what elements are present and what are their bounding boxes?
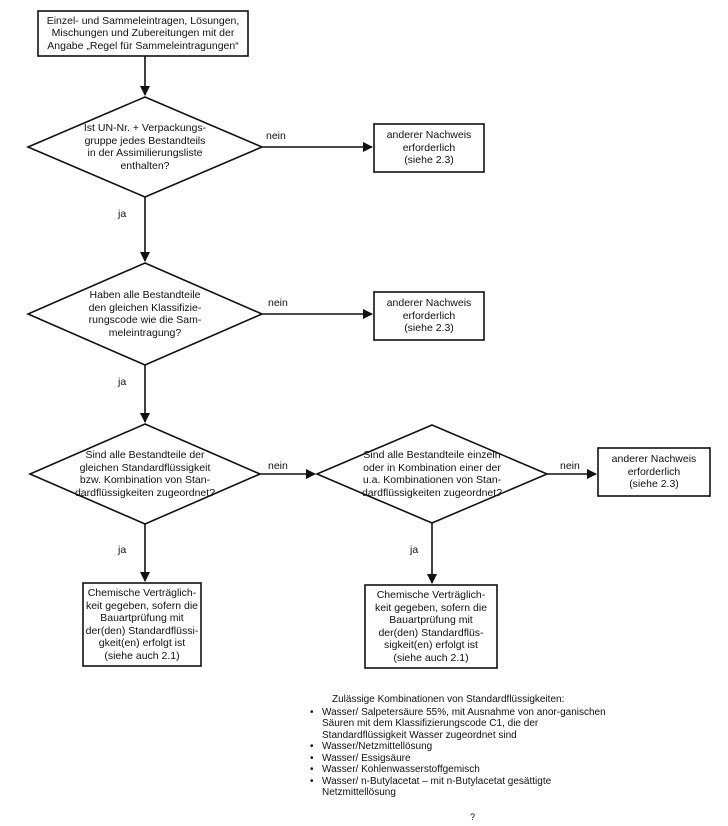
notes-title: Zulässige Kombinationen von Standardflüs… bbox=[332, 694, 565, 705]
other-box-1-text: anderer Nachweis erforderlich (siehe 2.3… bbox=[386, 129, 472, 167]
result-box-2-text: Chemische Verträglich- keit gegeben, sof… bbox=[374, 589, 488, 664]
edge-label-q1-no: nein bbox=[266, 130, 286, 142]
edge-label-q2-yes: ja bbox=[118, 376, 127, 388]
result-box-2 bbox=[364, 584, 498, 669]
start-box bbox=[37, 10, 249, 57]
start-box-text: Einzel- und Sammeleintragen, Lösungen, M… bbox=[46, 14, 240, 52]
other-box-3-text: anderer Nachweis erforderlich (siehe 2.3… bbox=[611, 453, 697, 491]
other-box-1 bbox=[373, 123, 485, 173]
result-box-1-text: Chemische Verträglich- keit gegeben, sof… bbox=[85, 587, 199, 662]
footnote-mark: ? bbox=[470, 812, 476, 822]
edge-label-q3-yes: ja bbox=[118, 544, 127, 556]
notes-item: Wasser/ Kohlenwasserstoffgemisch bbox=[308, 764, 608, 776]
notes-item: Wasser/ Salpetersäure 55%, mit Ausnahme … bbox=[308, 707, 608, 742]
notes-list: Wasser/ Salpetersäure 55%, mit Ausnahme … bbox=[308, 707, 608, 799]
notes-item: Wasser/ n-Butylacetat – mit n-Butylaceta… bbox=[308, 776, 608, 799]
edge-label-q2-no: nein bbox=[268, 297, 288, 309]
other-box-2-text: anderer Nachweis erforderlich (siehe 2.3… bbox=[386, 297, 472, 335]
other-box-3 bbox=[597, 447, 711, 497]
notes-item: Wasser/ Essigsäure bbox=[308, 753, 608, 765]
notes-item: Wasser/Netzmittellösung bbox=[308, 741, 608, 753]
edge-label-q4-no: nein bbox=[560, 460, 580, 472]
decision-1-text: Ist UN-Nr. + Verpackungs- gruppe jedes B… bbox=[83, 122, 207, 172]
decision-2-text: Haben alle Bestandteile den gleichen Kla… bbox=[88, 289, 202, 339]
edge-label-q3-no: nein bbox=[268, 460, 288, 472]
edge-label-q1-yes: ja bbox=[118, 208, 127, 220]
decision-3-text: Sind alle Bestandteile der gleichen Stan… bbox=[74, 449, 216, 499]
other-box-2 bbox=[373, 291, 485, 341]
decision-4-text: Sind alle Bestandteile einzeln oder in K… bbox=[361, 449, 503, 499]
standard-liquid-combinations-notes: Zulässige Kombinationen von Standardflüs… bbox=[308, 694, 608, 799]
edge-label-q4-yes: ja bbox=[410, 544, 419, 556]
result-box-1 bbox=[82, 582, 202, 667]
